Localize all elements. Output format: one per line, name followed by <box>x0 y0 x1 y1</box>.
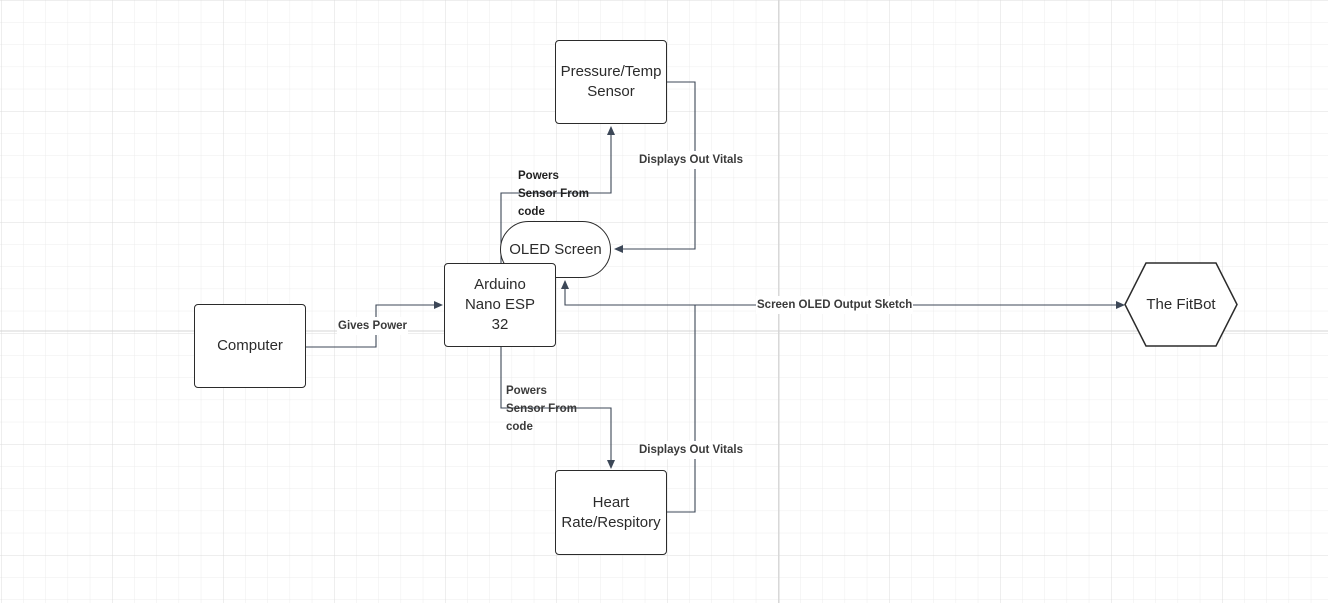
arduino-nano-node[interactable]: Arduino Nano ESP 32 <box>444 263 556 347</box>
edge-powers-sensor-bottom[interactable] <box>500 346 615 469</box>
fitbot-label: The FitBot <box>1146 295 1216 313</box>
edge-label-powers-sensor-bottom: Powers Sensor From code <box>506 385 577 433</box>
arduino-nano-label: Arduino Nano ESP 32 <box>464 276 536 333</box>
fitbot-hexagon[interactable] <box>1124 262 1238 347</box>
edge-label-displays-vitals-top: Displays Out Vitals <box>638 151 744 169</box>
oled-screen-label: OLED Screen <box>509 240 602 258</box>
fitbot-node[interactable]: The FitBot <box>1125 263 1237 346</box>
pressure-temp-sensor-label: Pressure/Temp Sensor <box>560 63 662 100</box>
heart-rate-label: Heart Rate/Respitory <box>561 493 661 531</box>
edge-label-powers-sensor-top: Powers Sensor From code <box>518 170 589 218</box>
computer-node[interactable]: Computer <box>194 304 306 388</box>
edge-label-screen-output-sketch: Screen OLED Output Sketch <box>756 296 914 314</box>
edge-label-displays-vitals-bottom: Displays Out Vitals <box>638 441 744 459</box>
edge-label-gives-power: Gives Power <box>337 317 409 335</box>
pressure-temp-sensor-node[interactable]: Pressure/Temp Sensor <box>555 40 667 124</box>
edge-powers-sensor-top[interactable] <box>500 126 615 263</box>
heart-rate-node[interactable]: Heart Rate/Respitory <box>555 470 667 555</box>
computer-label: Computer <box>217 337 283 354</box>
